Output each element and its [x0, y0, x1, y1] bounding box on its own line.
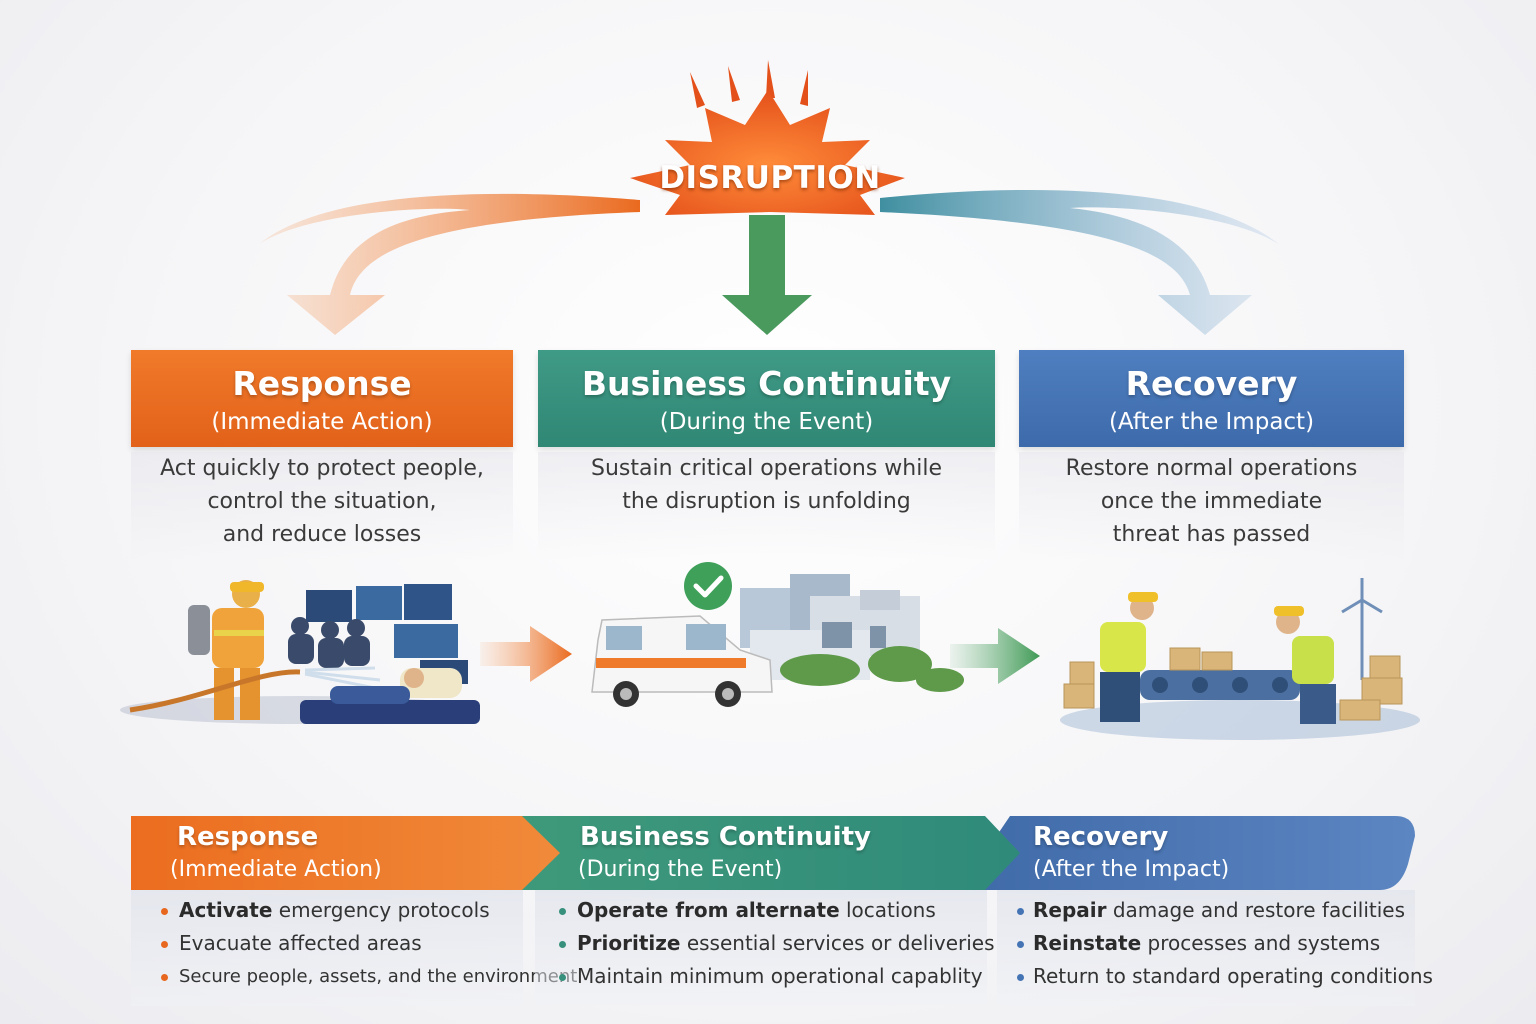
bullet-dot — [559, 908, 566, 915]
continuity-title: Business Continuity — [581, 364, 952, 403]
response-desc-line: control the situation, — [207, 489, 437, 514]
recovery-desc-line: Restore normal operations — [1065, 456, 1358, 481]
check-badge — [684, 562, 732, 610]
list-item: Reinstate processes and systems — [997, 927, 1415, 960]
continuity-desc-line: Sustain critical operations while — [591, 456, 942, 481]
timeline-response-title: Response — [177, 822, 319, 852]
burst-spikes — [690, 60, 808, 108]
timeline-response-subtitle: (Immediate Action) — [170, 857, 382, 882]
continuity-bullets: Operate from alternate locations Priorit… — [535, 890, 995, 1006]
boxes — [1063, 647, 1403, 721]
timeline-segment-recovery — [960, 816, 1415, 890]
response-title: Response — [232, 364, 412, 403]
bullet-dot — [1017, 974, 1024, 981]
disruption-flow-arrows — [258, 60, 1280, 335]
response-desc-line: and reduce losses — [222, 522, 422, 547]
conveyor-belt — [1140, 670, 1300, 700]
check-icon — [693, 575, 724, 598]
bullet-dot — [161, 908, 168, 915]
firefighter — [129, 580, 301, 720]
injured-person — [300, 668, 480, 724]
list-item: Evacuate affected areas — [131, 927, 523, 960]
timeline-continuity-subtitle: (During the Event) — [578, 857, 783, 882]
illustration-row — [120, 562, 1420, 740]
bullet-dot — [1017, 941, 1024, 948]
continuity-header: Business Continuity (During the Event) — [538, 350, 995, 447]
list-item: Repair damage and restore facilities — [997, 894, 1415, 927]
phase-timeline — [131, 816, 1415, 890]
operators — [288, 617, 370, 668]
timeline-segment-response — [131, 816, 560, 890]
bullet-dot — [559, 941, 566, 948]
recovery-header: Recovery (After the Impact) — [1019, 350, 1404, 447]
recovery-desc-line: threat has passed — [1112, 522, 1311, 547]
response-illustration — [120, 580, 480, 724]
timeline-recovery-subtitle: (After the Impact) — [1033, 857, 1230, 882]
continuity-arrow — [722, 215, 812, 335]
list-item: Activate emergency protocols — [131, 894, 523, 927]
list-item: Operate from alternate locations — [535, 894, 987, 927]
arrow-to-continuity — [480, 626, 572, 682]
disruption-burst — [630, 90, 905, 215]
timeline-recovery-title: Recovery — [1033, 822, 1169, 852]
worker-left — [1100, 592, 1158, 722]
response-arrow — [258, 193, 640, 335]
recovery-illustration — [1060, 578, 1420, 740]
recovery-description: Restore normal operations once the immed… — [1019, 452, 1404, 560]
recovery-title: Recovery — [1125, 364, 1298, 403]
continuity-illustration — [591, 562, 964, 707]
continuity-subtitle: (During the Event) — [659, 409, 874, 435]
response-desc-line: Act quickly to protect people, — [160, 456, 484, 481]
wind-turbine — [1341, 578, 1383, 680]
trees — [780, 646, 964, 692]
continuity-desc-line: the disruption is unfolding — [622, 489, 911, 514]
timeline-continuity-title: Business Continuity — [580, 822, 871, 852]
delivery-van — [591, 615, 773, 707]
response-subtitle: (Immediate Action) — [211, 409, 433, 435]
recovery-arrow — [880, 189, 1280, 335]
bullet-dot — [1017, 908, 1024, 915]
list-item: Secure people, assets, and the environme… — [131, 960, 577, 993]
recovery-bullets: Repair damage and restore facilities Rei… — [997, 890, 1433, 1006]
disruption-label: DISRUPTION — [659, 160, 881, 196]
response-header: Response (Immediate Action) — [131, 350, 513, 447]
worker-right — [1274, 606, 1336, 724]
timeline-segment-continuity — [505, 816, 1020, 890]
response-bullets: Activate emergency protocols Evacuate af… — [131, 890, 577, 1006]
response-description: Act quickly to protect people, control t… — [131, 452, 513, 560]
bullet-dot — [161, 941, 168, 948]
continuity-description: Sustain critical operations while the di… — [538, 452, 995, 560]
bullet-dot — [161, 974, 168, 981]
bullet-dot — [559, 974, 566, 981]
recovery-subtitle: (After the Impact) — [1108, 409, 1315, 435]
arrow-to-recovery — [950, 628, 1040, 684]
recovery-desc-line: once the immediate — [1100, 489, 1323, 514]
list-item: Prioritize essential services or deliver… — [535, 927, 995, 960]
list-item: Maintain minimum operational capablity — [535, 960, 987, 993]
list-item: Return to standard operating conditions — [997, 960, 1433, 993]
